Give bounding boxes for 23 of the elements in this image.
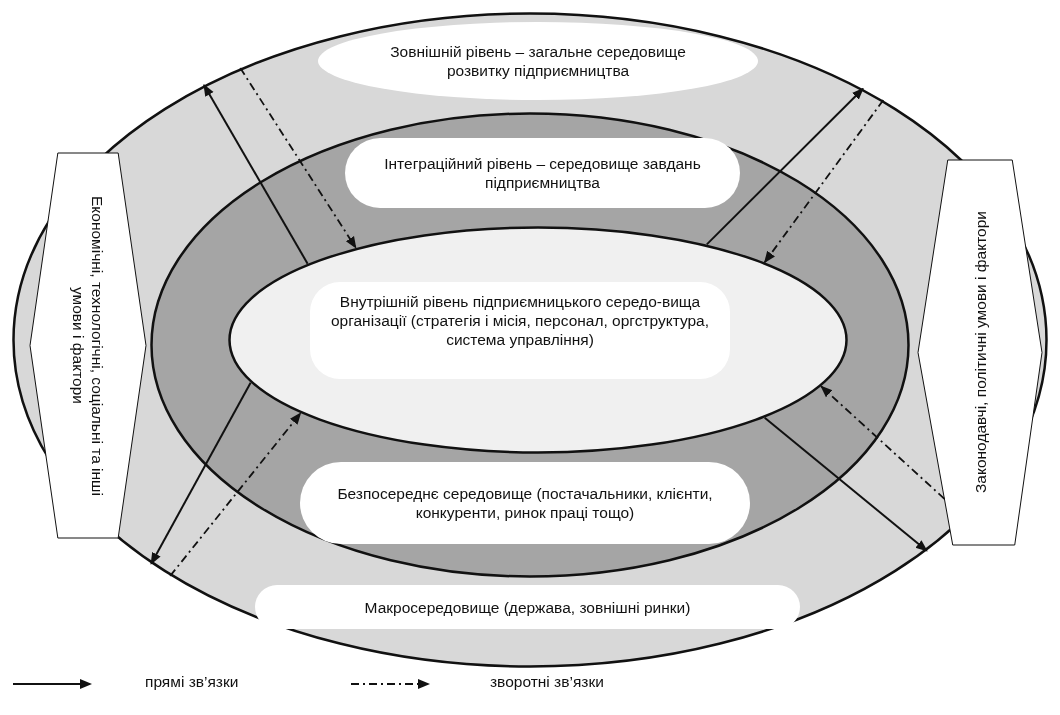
legend-label: зворотні зв’язки <box>490 673 604 691</box>
label-pill <box>255 585 800 629</box>
arrow <box>705 87 864 246</box>
level-label: Законодавчі, політичні умови і фактори <box>970 210 990 496</box>
level-label: Внутрішній рівень підприємницького середо-вища організації (стратегія і місія, персонал, оргструктура, система управління) <box>310 282 730 379</box>
arrow <box>150 381 252 565</box>
middle-ring-ellipse <box>150 112 910 578</box>
arrow <box>763 416 928 552</box>
dashed-arrow <box>763 99 885 264</box>
label-oval <box>318 22 758 100</box>
level-label: Зовнішній рівень – загальне середовище розвитку підприємництва <box>389 42 687 80</box>
level-label: Макросередовище (держава, зовнішні ринки) <box>363 597 692 617</box>
level-label: Безпосереднє середовище (постачальники, клієнти, конкуренти, ринок праці тощо) <box>336 484 714 522</box>
arrow <box>203 84 309 265</box>
legend-label: прямі зв’язки <box>145 673 239 691</box>
dashed-arrow <box>239 67 357 249</box>
level-label: Економічні, технологічні, соціальні та інші умови і фактори <box>69 194 107 498</box>
dashed-arrow <box>820 385 946 500</box>
level-label: Інтеграційний рівень – середовище завдань підприємництва <box>383 154 702 192</box>
label-pill <box>345 138 740 208</box>
dashed-arrow <box>169 412 302 577</box>
inner-ellipse <box>228 226 848 454</box>
label-pill <box>300 462 750 544</box>
